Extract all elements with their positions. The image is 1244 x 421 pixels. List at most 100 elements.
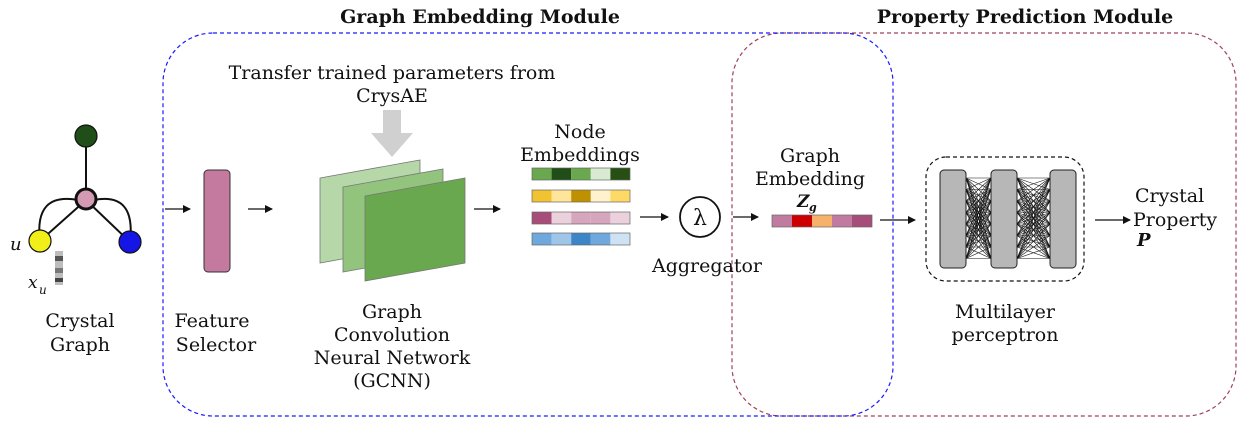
transfer-arrow-icon bbox=[371, 110, 413, 157]
mlp-label-line2: perceptron bbox=[952, 324, 1059, 346]
node-embeddings-label-line2: Embeddings bbox=[520, 144, 640, 166]
graph-embedding-symbol: Z bbox=[796, 192, 810, 212]
feature-selector-label-line1: Feature bbox=[175, 310, 250, 332]
node-embedding-cell bbox=[532, 233, 552, 245]
property-prediction-module-title: Property Prediction Module bbox=[877, 6, 1173, 28]
node-embedding-row bbox=[531, 211, 631, 225]
aggregator-label: Aggregator bbox=[651, 255, 763, 277]
node-embedding-row bbox=[531, 167, 631, 181]
feature-selector-bar bbox=[203, 169, 231, 273]
mlp-connection bbox=[1016, 177, 1051, 236]
mlp-layer-1 bbox=[939, 169, 967, 269]
node-embedding-matrix bbox=[531, 167, 631, 246]
mlp-layer-3 bbox=[1049, 169, 1077, 269]
graph-embedding-label-line2: Embedding bbox=[755, 168, 865, 190]
node-embedding-cell bbox=[551, 212, 572, 224]
node-embedding-cell bbox=[532, 190, 552, 202]
graph-node-center bbox=[74, 187, 98, 211]
node-embedding-cell bbox=[571, 190, 591, 202]
node-embedding-cell bbox=[551, 168, 572, 180]
node-embedding-cell bbox=[571, 233, 591, 245]
node-embedding-cell bbox=[532, 168, 552, 180]
node-embedding-cell bbox=[590, 212, 611, 224]
crystal-graph-label-line1: Crystal bbox=[45, 310, 114, 332]
mlp-connection bbox=[965, 177, 992, 202]
mlp-connection bbox=[1016, 223, 1051, 259]
gcnn-label-line3: Neural Network bbox=[314, 347, 471, 369]
mlp-connection bbox=[965, 246, 992, 259]
graph-embedding-module-border bbox=[162, 32, 894, 417]
gcnn-layers-icon bbox=[319, 159, 466, 282]
mlp-layer-2 bbox=[990, 169, 1018, 269]
crystal-graph: u x u Crystal Graph bbox=[10, 124, 142, 356]
node-embedding-cell bbox=[590, 190, 611, 202]
node-embedding-cell bbox=[590, 168, 611, 180]
mlp-connection bbox=[1016, 235, 1051, 259]
graph-embedding-cell bbox=[772, 215, 792, 227]
mlp-connection bbox=[1016, 177, 1051, 259]
node-embedding-cell bbox=[610, 233, 630, 245]
feature-selector-label-line2: Selector bbox=[176, 334, 257, 356]
mlp-connection bbox=[1016, 177, 1051, 225]
graph-node-right bbox=[118, 230, 142, 254]
graph-embedding-cell bbox=[852, 215, 872, 227]
transfer-text-line2: CrysAE bbox=[356, 85, 428, 107]
mlp-connection bbox=[965, 212, 992, 259]
node-embedding-cell bbox=[590, 233, 611, 245]
mlp-connection bbox=[1016, 189, 1051, 259]
node-embedding-cell bbox=[610, 212, 630, 224]
property-prediction-module-border bbox=[731, 32, 1237, 417]
mlp-connection bbox=[965, 177, 992, 190]
feature-label-sub: u bbox=[39, 283, 47, 297]
node-embedding-cell bbox=[551, 190, 572, 202]
mlp-connection bbox=[965, 177, 992, 236]
feature-label-x: x bbox=[28, 273, 38, 293]
mlp-connection bbox=[1016, 177, 1051, 202]
gcnn-label-line4: (GCNN) bbox=[353, 370, 431, 392]
mlp-connection bbox=[1016, 177, 1051, 190]
node-embedding-cell bbox=[571, 212, 591, 224]
mlp-connection bbox=[965, 223, 992, 259]
graph-embedding-cell bbox=[832, 215, 852, 227]
node-embedding-cell bbox=[610, 190, 630, 202]
mlp-connections bbox=[965, 177, 1051, 259]
graph-embedding-cell bbox=[792, 215, 812, 227]
transfer-text-line1: Transfer trained parameters from bbox=[229, 62, 556, 84]
mlp-connection bbox=[1016, 177, 1051, 248]
node-embedding-cell bbox=[532, 212, 552, 224]
node-embedding-cell bbox=[571, 168, 591, 180]
mlp-connection bbox=[965, 235, 992, 259]
graph-node-top bbox=[74, 124, 98, 148]
mlp-connection bbox=[1016, 177, 1051, 213]
graph-node-u bbox=[28, 229, 52, 253]
mlp-connection bbox=[965, 177, 992, 248]
crystal-graph-label-line2: Graph bbox=[50, 334, 110, 356]
mlp-label-line1: Multilayer bbox=[955, 301, 1056, 323]
aggregator-lambda-icon: λ bbox=[693, 206, 707, 231]
mlp-connection bbox=[965, 177, 992, 213]
output-label-line1: Crystal bbox=[1135, 185, 1204, 207]
output-label-line2: Property bbox=[1133, 209, 1217, 231]
node-embeddings-label-line1: Node bbox=[554, 121, 605, 143]
gcnn-label-line2: Convolution bbox=[334, 324, 450, 346]
graph-embedding-cell bbox=[812, 215, 832, 227]
graph-embedding-module-title: Graph Embedding Module bbox=[340, 6, 620, 28]
mlp-connection bbox=[965, 200, 992, 259]
mlp-connection bbox=[1016, 200, 1051, 259]
node-embedding-row bbox=[531, 189, 631, 203]
node-embedding-cell bbox=[610, 168, 630, 180]
mlp-connection bbox=[965, 177, 992, 225]
output-symbol: P bbox=[1136, 230, 1151, 251]
node-label-u: u bbox=[10, 234, 22, 255]
node-embedding-row bbox=[531, 232, 631, 246]
mlp-connection bbox=[1016, 246, 1051, 259]
mlp-connection bbox=[965, 189, 992, 259]
mlp-box bbox=[925, 156, 1085, 282]
mlp-connection bbox=[965, 177, 992, 259]
graph-embedding-border bbox=[771, 214, 873, 228]
graph-embedding-symbol-sub: g bbox=[809, 201, 817, 214]
mlp-connection bbox=[1016, 212, 1051, 259]
aggregator-circle bbox=[679, 196, 721, 238]
gcnn-label-line1: Graph bbox=[362, 301, 422, 323]
